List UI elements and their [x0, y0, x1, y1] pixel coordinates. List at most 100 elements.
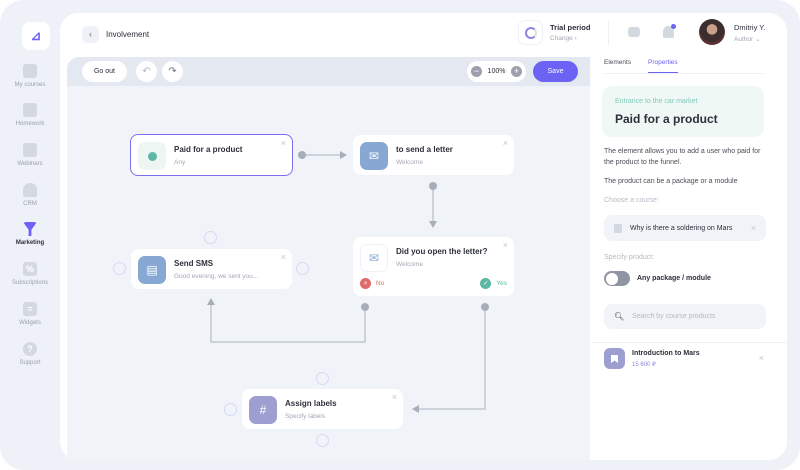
sidebar-item-support[interactable]: ?Support	[0, 342, 60, 366]
node-send-letter[interactable]: ✉ to send a letter Welcome ×	[353, 135, 514, 175]
sidebar-label: My courses	[14, 82, 46, 88]
element-card: Entrance to the car market Paid for a pr…	[602, 86, 764, 137]
close-icon[interactable]: ×	[280, 252, 286, 262]
avatar[interactable]	[699, 19, 725, 45]
logo[interactable]: ⊿	[22, 22, 50, 50]
sidebar-item-widgets[interactable]: =Widgets	[0, 302, 60, 326]
choose-course-label: Choose a course:	[604, 197, 659, 204]
undo-button[interactable]: ↶	[136, 61, 157, 82]
tab-elements[interactable]: Elements	[604, 59, 632, 66]
user-role-dropdown[interactable]: Author ⌄	[734, 36, 761, 43]
node-title: Did you open the letter?	[396, 247, 488, 256]
go-out-button[interactable]: Go out	[82, 61, 127, 82]
product-search[interactable]: 🔍︎ Search by course products	[604, 304, 766, 329]
check-circle-icon: ✓	[480, 278, 492, 289]
close-icon[interactable]: ×	[280, 138, 286, 148]
connector-dot	[429, 182, 437, 190]
course-name: Why is there a soldering on Mars	[630, 224, 733, 232]
tab-properties[interactable]: Properties	[648, 59, 678, 73]
zoom-out-button[interactable]: −	[471, 66, 482, 77]
node-subtitle: Good evening, we sent you...	[174, 273, 259, 280]
bell-icon[interactable]	[663, 24, 676, 38]
specify-product-label: Specify product:	[604, 254, 655, 261]
add-connector-point[interactable]	[296, 262, 309, 275]
add-connector-point[interactable]	[316, 434, 329, 447]
divider	[608, 20, 609, 45]
sidebar-item-webinars[interactable]: Webinars	[0, 143, 60, 167]
notification-dot	[671, 24, 676, 29]
yes-label: Yes	[496, 280, 507, 287]
trial-change-link[interactable]: Change ›	[550, 35, 577, 42]
product-price: 15 600 ₽	[632, 362, 656, 368]
sidebar-label: Subscriptions	[11, 280, 49, 286]
hash-icon: #	[249, 396, 277, 424]
role-label: Author	[734, 36, 754, 43]
back-button[interactable]: ‹	[82, 26, 99, 43]
sidebar-item-subscriptions[interactable]: % Subscriptions	[0, 262, 60, 286]
connector-dot	[298, 151, 306, 159]
change-label: Change	[550, 35, 573, 42]
search-placeholder: Search by course products	[632, 313, 716, 320]
description: The element allows you to add a user who…	[604, 148, 761, 166]
close-icon[interactable]: ×	[502, 240, 508, 250]
node-title: to send a letter	[396, 145, 453, 154]
sidebar-label: Webinars	[17, 161, 43, 167]
x-circle-icon: ×	[360, 278, 371, 289]
trial-icon	[518, 20, 543, 45]
envelope-icon: ✉	[360, 142, 388, 170]
node-assign-labels[interactable]: # Assign labels Specify labels ×	[242, 389, 403, 429]
connector-no-sms	[210, 304, 366, 343]
add-connector-point[interactable]	[316, 372, 329, 385]
redo-button[interactable]: ↷	[162, 61, 183, 82]
users-icon	[23, 183, 37, 197]
sidebar-item-crm[interactable]: CRM	[0, 183, 60, 207]
percent-icon: %	[23, 262, 37, 276]
description-2: The product can be a package or a module	[604, 178, 738, 185]
any-package-toggle[interactable]	[604, 271, 630, 286]
node-subtitle: Welcome	[396, 261, 423, 268]
node-subtitle: Specify labels	[285, 413, 326, 420]
course-select[interactable]: Why is there a soldering on Mars ×	[604, 215, 766, 241]
trial-title: Trial period	[550, 23, 591, 32]
book-icon	[614, 223, 622, 233]
sidebar-item-marketing[interactable]: Marketing	[0, 222, 60, 246]
arrow-icon	[207, 298, 215, 305]
notebook-icon	[23, 103, 37, 117]
branch-yes[interactable]: ✓ Yes	[480, 278, 507, 289]
divider	[592, 342, 787, 343]
node-paid-for-product[interactable]: Paid for a product Any ×	[130, 134, 293, 176]
toggle-label: Any package / module	[637, 275, 711, 282]
node-opened-letter[interactable]: ✉ Did you open the letter? Welcome × ×No…	[353, 237, 514, 296]
sidebar-label: Widgets	[19, 320, 41, 326]
branch-no[interactable]: ×No	[360, 278, 384, 289]
close-icon[interactable]: ×	[502, 138, 508, 148]
node-send-sms[interactable]: ▤ Send SMS Good evening, we sent you... …	[131, 249, 292, 289]
close-icon[interactable]: ×	[391, 392, 397, 402]
connector-dot	[361, 303, 369, 311]
sidebar-label: Marketing	[15, 240, 45, 246]
node-subtitle: Any	[174, 159, 186, 166]
sidebar-label: CRM	[23, 201, 37, 207]
save-button[interactable]: Save	[533, 61, 578, 82]
connector-dot	[481, 303, 489, 311]
question-icon: ?	[23, 342, 37, 356]
node-title: Assign labels	[285, 399, 337, 408]
arrow-icon	[429, 221, 437, 228]
add-connector-point[interactable]	[224, 403, 237, 416]
clear-icon[interactable]: ×	[750, 223, 756, 233]
wallet-icon[interactable]	[628, 27, 640, 37]
book-icon	[23, 64, 37, 78]
add-connector-point[interactable]	[113, 262, 126, 275]
sidebar-item-homework[interactable]: Homework	[0, 103, 60, 127]
arrow-icon	[412, 405, 419, 413]
zoom-in-button[interactable]: +	[511, 66, 522, 77]
remove-product-icon[interactable]: ×	[758, 353, 764, 363]
node-title: Paid for a product	[174, 145, 243, 154]
add-connector-point[interactable]	[204, 231, 217, 244]
arrow-icon	[340, 151, 347, 159]
bookmark-icon	[604, 348, 625, 369]
sidebar-item-my-courses[interactable]: My courses	[0, 64, 60, 88]
product-item[interactable]: Introduction to Mars 15 600 ₽ ×	[604, 348, 766, 372]
card-subtitle: Entrance to the car market	[615, 98, 698, 105]
